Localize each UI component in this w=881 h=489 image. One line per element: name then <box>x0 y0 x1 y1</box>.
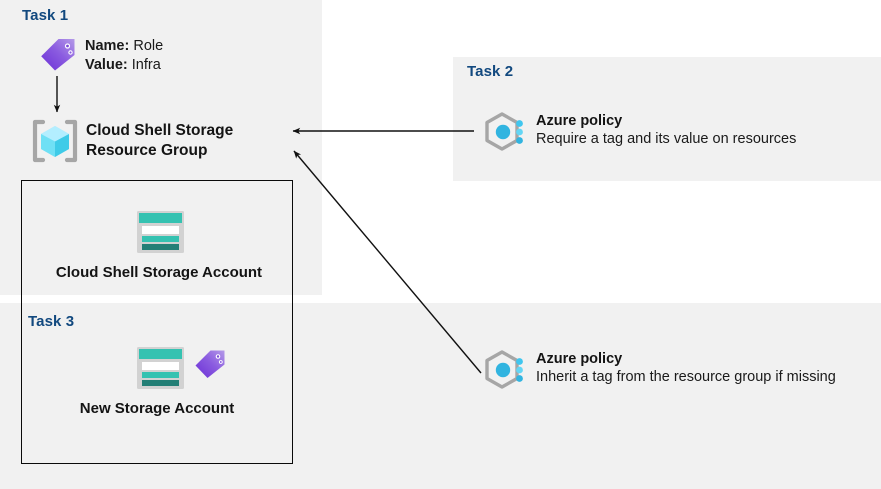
policy-1-description: Require a tag and its value on resources <box>536 131 797 147</box>
storage-account-1-label: Cloud Shell Storage Account <box>55 264 263 281</box>
azure-policy-icon <box>481 348 531 394</box>
tag-icon <box>193 348 227 380</box>
tag-name-value: Role <box>133 38 164 54</box>
task-1-label: Task 1 <box>22 7 69 24</box>
policy-2-text-block: Azure policy Inherit a tag from the reso… <box>536 350 856 387</box>
tag-icon <box>38 36 78 72</box>
policy-2-description: Inherit a tag from the resource group if… <box>536 369 836 385</box>
policy-1-title: Azure policy <box>536 113 623 129</box>
resource-group-title-line2: Resource Group <box>86 142 208 159</box>
tag-name-value-text: Name: Role Value: Infra <box>85 37 163 75</box>
azure-policy-icon <box>481 110 531 156</box>
storage-account-icon <box>133 345 188 393</box>
task-2-label: Task 2 <box>467 63 514 80</box>
storage-account-icon <box>133 209 188 257</box>
storage-account-2-label: New Storage Account <box>79 400 235 417</box>
panel-task2-background <box>453 57 881 181</box>
resource-group-title-line1: Cloud Shell Storage <box>86 122 234 139</box>
tag-value-key: Value: <box>85 57 128 73</box>
task-3-label: Task 3 <box>28 313 75 330</box>
resource-group-title: Cloud Shell Storage Resource Group <box>86 121 286 161</box>
policy-2-title: Azure policy <box>536 351 623 367</box>
policy-1-text-block: Azure policy Require a tag and its value… <box>536 112 866 149</box>
tag-name-key: Name: <box>85 38 130 54</box>
resource-group-icon <box>30 118 80 164</box>
resource-group-boundary-box <box>21 180 293 464</box>
tag-value-value: Infra <box>131 57 161 73</box>
